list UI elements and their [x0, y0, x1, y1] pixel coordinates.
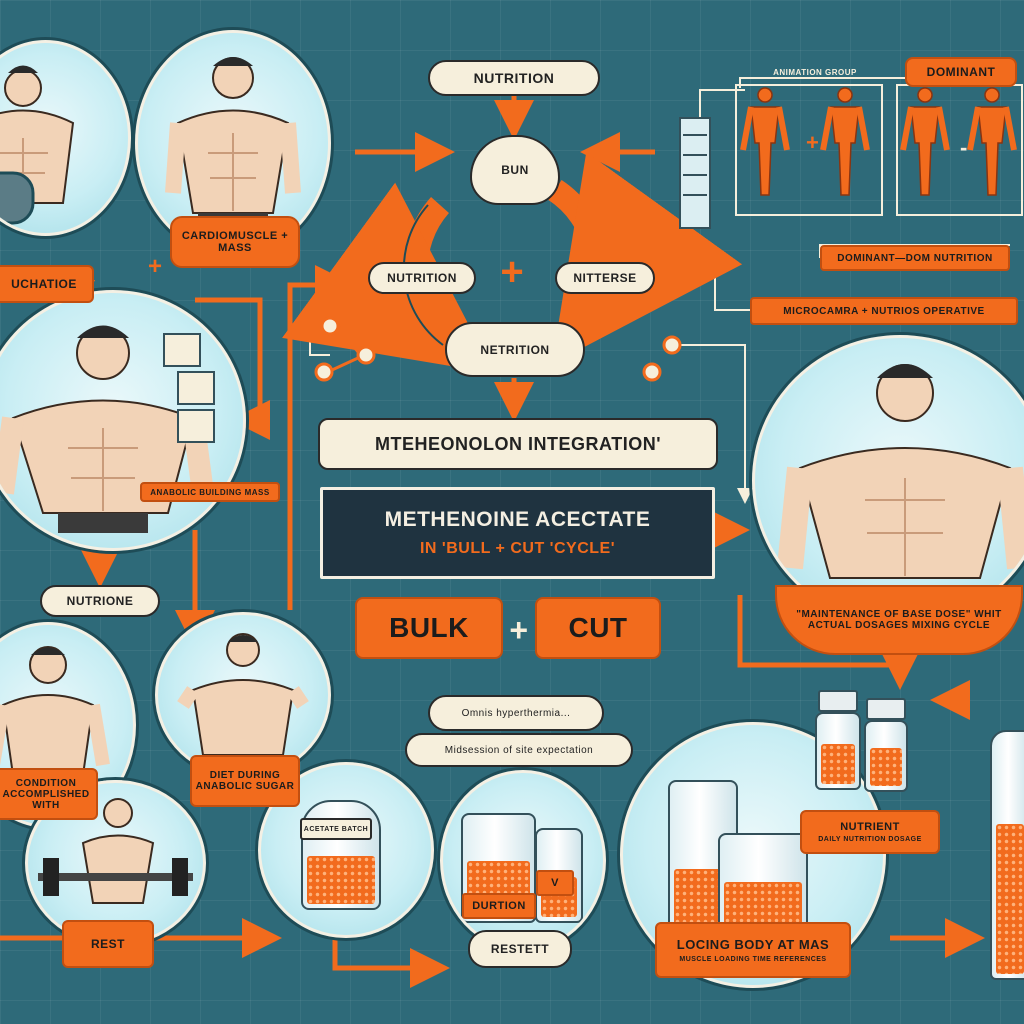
label-top-right-small: ANIMATION GROUP: [773, 67, 857, 77]
label-nitterse: NITTERSE: [555, 262, 655, 294]
vial-icon: [990, 730, 1024, 980]
label-bun: BUN: [470, 135, 560, 205]
label-nutrient-sub: DAILY NUTRITION DOSAGE: [818, 836, 922, 843]
svg-text:-: -: [960, 135, 967, 160]
label-duration-v: V: [536, 870, 574, 896]
label-left-figure-caption: ANABOLIC BUILDING MASS: [140, 482, 280, 502]
pill-node-icon: [314, 316, 682, 382]
muscular-figure-icon: [0, 646, 110, 776]
label-left-cut: UCHATIOE: [0, 265, 94, 303]
muscular-figure-icon: [777, 364, 1024, 579]
label-sub-right-2: MICROCAMRA + NUTRIOS OPERATIVE: [750, 297, 1018, 325]
main-title-line2: IN 'BULL + CUT 'CYCLE': [419, 540, 615, 557]
note-1: Omnis hyperthermia...: [428, 695, 604, 731]
label-restett: RESTETT: [468, 930, 572, 968]
label-nutrient-title: NUTRIENT: [840, 821, 900, 833]
figure-circle-bottom-left-2: [155, 612, 331, 778]
label-nutrition-top: NUTRITION: [428, 60, 600, 96]
integration-title: MTEHEONOLON INTEGRATION': [318, 418, 718, 470]
label-netrition: NETRITION: [445, 322, 585, 377]
label-duration: DURTION: [462, 893, 536, 919]
main-title-line1: METHENOINE ACECTATE: [384, 508, 651, 531]
vial-icon: [301, 800, 381, 910]
muscular-figure-icon: [0, 325, 214, 533]
svg-text:+: +: [148, 253, 162, 280]
label-nutrient: NUTRIENT DAILY NUTRITION DOSAGE: [800, 810, 940, 854]
vial-icon: [815, 712, 861, 790]
label-nutrione: NUTRIONE: [40, 585, 160, 617]
barbell-icon: [38, 798, 193, 904]
label-sub-right-1: DOMINANT—DOM NUTRITION: [820, 245, 1010, 271]
label-nutrition-left: NUTRITION: [368, 262, 476, 294]
bulk-badge: BULK: [355, 597, 503, 659]
label-dominant: DOMINANT: [905, 57, 1017, 87]
vial-icon: [864, 720, 908, 792]
bottle-circle-center: [440, 770, 606, 951]
note-2: Midsession of site expectation: [405, 733, 633, 767]
plus-sign: +: [509, 611, 529, 648]
mini-figures: + -: [740, 87, 1017, 196]
svg-text:+: +: [500, 250, 523, 294]
figure-circle-barbell: [25, 780, 206, 946]
label-diet: DIET DURING ANABOLIC SUGAR: [190, 755, 300, 807]
cut-badge: CUT: [535, 597, 661, 659]
right-caption: "MAINTENANCE OF BASE DOSE" WHIT ACTUAL D…: [775, 585, 1023, 655]
label-mid-left-tag: CARDIOMUSCLE + MASS: [170, 216, 300, 268]
label-loading: LOCING BODY AT MAS MUSCLE LOADING TIME R…: [655, 922, 851, 978]
label-loading-title: LOCING BODY AT MAS: [676, 937, 830, 952]
label-left-bottom: CONDITION ACCOMPLISHED WITH: [0, 768, 98, 820]
label-bottle: ACETATE BATCH: [300, 818, 372, 840]
vial-cap: [818, 690, 858, 712]
muscular-figure-icon: [177, 633, 309, 756]
barbell-icon: [0, 171, 35, 225]
figure-circle-mid-left: [0, 290, 246, 551]
figure-circle-top-left: [0, 40, 131, 236]
label-loading-sub: MUSCLE LOADING TIME REFERENCES: [679, 956, 827, 963]
figure-circle-right: [752, 335, 1024, 626]
vial-cap: [866, 698, 906, 720]
svg-text:+: +: [806, 130, 819, 155]
main-title: METHENOINE ACECTATE IN 'BULL + CUT 'CYCL…: [320, 487, 715, 579]
label-rest-left: REST: [62, 920, 154, 968]
